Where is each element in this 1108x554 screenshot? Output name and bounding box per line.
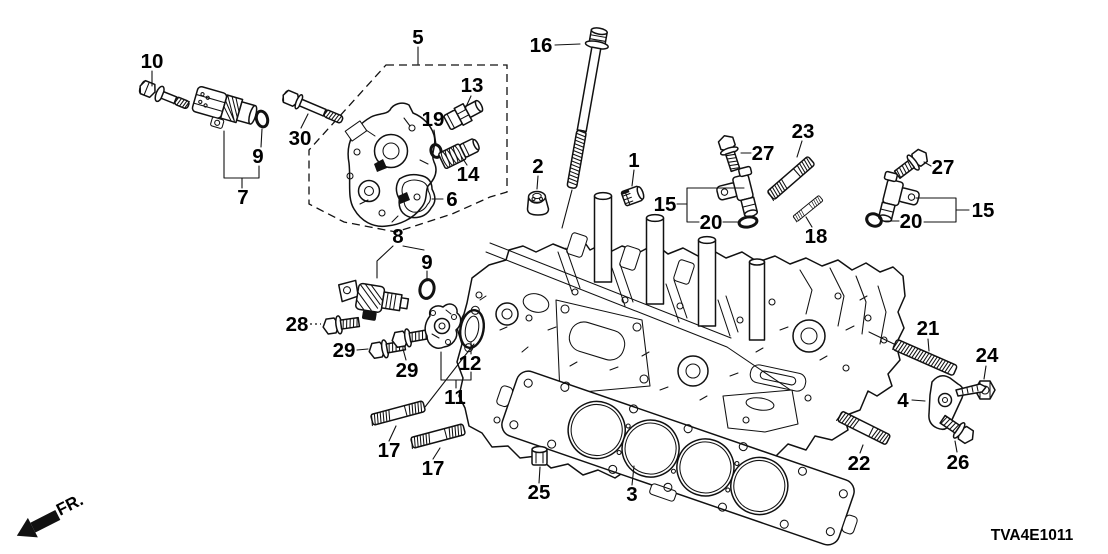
front-marker-label: FR. <box>53 490 86 519</box>
callout-17-right: 17 <box>422 457 445 480</box>
callout-28: 28 <box>286 313 309 336</box>
stud-23-drawing <box>767 156 815 202</box>
callout-20-left: 20 <box>700 211 723 234</box>
callout-27-left: 27 <box>752 142 775 165</box>
o-ring-9-mid-drawing <box>418 278 436 300</box>
callout-3: 3 <box>626 483 637 506</box>
gasket-6-drawing <box>395 173 436 219</box>
callout-16: 16 <box>530 34 553 57</box>
o-ring-19-drawing <box>429 143 443 159</box>
callout-19: 19 <box>422 108 445 131</box>
callout-9-mid: 9 <box>421 251 432 274</box>
callout-21: 21 <box>917 317 940 340</box>
callout-15-right: 15 <box>972 199 995 222</box>
solenoid-valve-8-drawing <box>337 279 410 321</box>
callout-20-right: 20 <box>900 210 923 233</box>
callout-25: 25 <box>528 481 551 504</box>
vtc-actuator-drawing <box>344 102 437 228</box>
o-ring-9-left-drawing <box>254 109 270 129</box>
sensor-13-drawing <box>443 99 484 131</box>
spool-valve-14-drawing <box>438 138 480 170</box>
callout-17-left: 17 <box>378 439 401 462</box>
o-ring-20-left-drawing <box>737 215 759 229</box>
solenoid-valve-7-drawing <box>191 85 258 129</box>
stud-18-drawing <box>793 195 823 223</box>
callout-1: 1 <box>628 149 639 172</box>
bushing-1-drawing <box>620 185 645 207</box>
bolt-30-drawing <box>282 89 344 124</box>
stud-17-left-drawing <box>370 400 426 427</box>
callout-6: 6 <box>446 188 457 211</box>
callout-23: 23 <box>792 120 815 143</box>
head-gasket-3-drawing <box>496 370 858 546</box>
callout-29-left: 29 <box>333 339 356 362</box>
bracket-4-drawing <box>928 375 987 431</box>
front-direction-arrow <box>16 510 61 538</box>
callout-11: 11 <box>444 386 466 409</box>
head-stud-row <box>593 191 766 341</box>
callout-4: 4 <box>897 389 909 412</box>
callout-12: 12 <box>459 352 482 375</box>
callout-10: 10 <box>141 50 164 73</box>
bolt-27-left-drawing <box>717 134 741 173</box>
bolt-28-drawing <box>322 315 361 335</box>
callout-30: 30 <box>289 127 312 150</box>
bolt-27-right-drawing <box>893 148 929 179</box>
cylinder-head-bolt-16-drawing <box>566 27 609 189</box>
callout-18: 18 <box>805 225 828 248</box>
gasket-12-drawing <box>459 305 485 353</box>
detail-box-5 <box>308 64 508 233</box>
callout-27-right: 27 <box>932 156 955 179</box>
diagram-code: TVA4E1011 <box>991 527 1074 544</box>
bolt-29-left-drawing <box>368 339 407 360</box>
callout-22: 22 <box>848 452 871 475</box>
callout-24: 24 <box>976 344 999 367</box>
callout-15-left: 15 <box>654 193 677 216</box>
sensor-15-right-drawing <box>877 170 920 223</box>
leader-lines <box>151 43 987 486</box>
dowel-pin-25-drawing <box>531 445 548 466</box>
callout-14: 14 <box>457 163 480 186</box>
bolt-10-drawing <box>138 79 190 110</box>
cap-2-drawing <box>526 190 550 216</box>
o-ring-20-right-drawing <box>865 212 883 228</box>
callout-29-right: 29 <box>396 359 419 382</box>
callout-5: 5 <box>412 26 423 49</box>
bolt-26-drawing <box>939 414 975 445</box>
bolt-29-right-drawing <box>391 328 430 349</box>
callout-9-left: 9 <box>252 145 263 168</box>
stud-21-drawing <box>892 339 958 376</box>
stud-22-drawing <box>835 410 891 445</box>
valve-body-11-drawing <box>424 303 462 349</box>
callout-26: 26 <box>947 451 970 474</box>
callout-2: 2 <box>532 155 543 178</box>
stud-17-right-drawing <box>410 423 466 450</box>
callout-7: 7 <box>237 186 248 209</box>
callout-13: 13 <box>461 74 484 97</box>
callout-8: 8 <box>392 225 403 248</box>
